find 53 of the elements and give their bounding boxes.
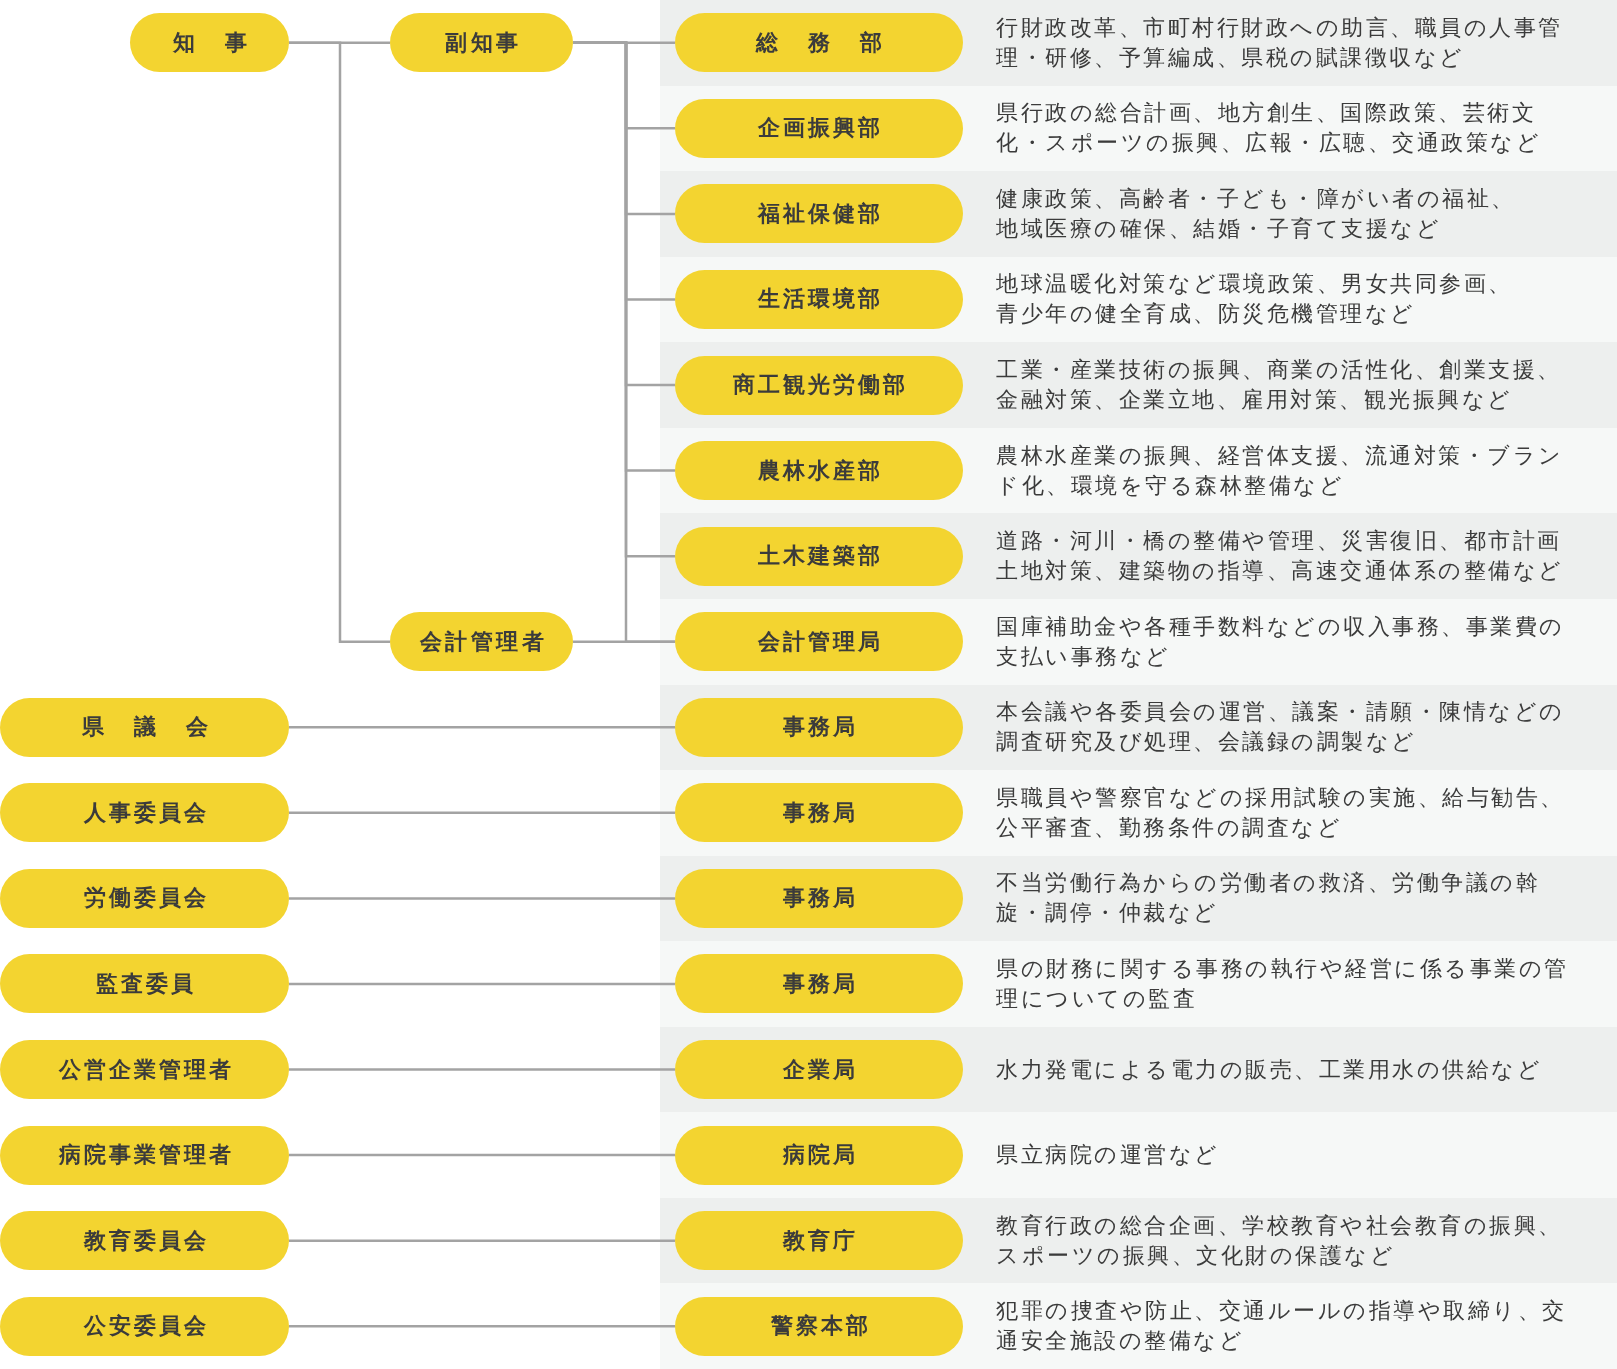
description-text: 県職員や警察官などの採用試験の実施、給与勧告、公平審査、勤務条件の調査など — [996, 783, 1566, 842]
connector-line — [289, 1324, 675, 1328]
description-text: 地球温暖化対策など環境政策、男女共同参画、青少年の健全育成、防災危機管理など — [996, 270, 1514, 329]
pill-box: 知事 — [130, 13, 289, 73]
description-text: 本会議や各委員会の運営、議案・請願・陳情などの調査研究及び処理、会議録の調製など — [996, 698, 1566, 757]
pill-box: 農林水産部 — [675, 441, 963, 501]
pill-box: 人事委員会 — [0, 783, 289, 843]
description-text: 県立病院の運営など — [996, 1141, 1221, 1170]
description-text: 不当労働行為からの労働者の救済、労働争議の斡旋・調停・仲裁など — [996, 869, 1541, 928]
pill-box: 病院事業管理者 — [0, 1125, 289, 1185]
connector-line — [289, 1153, 675, 1157]
connector-line — [289, 1068, 675, 1071]
pill-box: 病院局 — [675, 1125, 963, 1185]
connector-line — [289, 811, 675, 815]
description-text: 県行政の総合計画、地方創生、国際政策、芸術文化・スポーツの振興、広報・広聴、交通政策など — [996, 99, 1542, 158]
description-text: 健康政策、高齢者・子ども・障がい者の福祉、地域医療の確保、結婚・子育て支援など — [996, 184, 1517, 243]
pill-box: 事務局 — [675, 783, 963, 843]
description-text: 水力発電による電力の販売、工業用水の供給など — [996, 1055, 1543, 1084]
description-text: 道路・河川・橋の整備や管理、災害復旧、都市計画土地対策、建築物の指導、高速交通体系の整備など — [996, 527, 1565, 586]
description-text: 工業・産業技術の振興、商業の活性化、創業支援、金融対策、企業立地、雇用対策、観光振興など — [996, 356, 1563, 415]
pill-box: 労働委員会 — [0, 868, 289, 928]
pill-box: 県議会 — [0, 697, 289, 757]
description-text: 農林水産業の振興、経営体支援、流通対策・ブランド化、環境を守る森林整備など — [996, 441, 1565, 500]
pill-box: 会計管理者 — [390, 612, 573, 672]
pill-box: 教育庁 — [675, 1211, 963, 1271]
pill-box: 教育委員会 — [0, 1211, 289, 1271]
pill-box: 企画振興部 — [675, 98, 963, 158]
connector-line — [289, 41, 390, 643]
pill-box: 土木建築部 — [675, 526, 963, 586]
pill-box: 事務局 — [675, 954, 963, 1014]
connector-line — [289, 1239, 675, 1242]
connector-line — [289, 897, 675, 900]
description-text: 国庫補助金や各種手数料などの収入事務、事業費の支払い事務など — [996, 612, 1566, 671]
pill-box: 事務局 — [675, 868, 963, 928]
description-text: 行財政改革、市町村行財政への助言、職員の人事管理・研修、予算編成、県税の賦課徴収など — [996, 13, 1564, 72]
pill-box: 生活環境部 — [675, 269, 963, 329]
pill-box: 商工観光労働部 — [675, 355, 963, 415]
description-text: 教育行政の総合企画、学校教育や社会教育の振興、スポーツの振興、文化財の保護など — [996, 1211, 1564, 1270]
pill-box: 総務部 — [675, 13, 963, 73]
connector-line — [573, 640, 675, 643]
connector-line — [289, 726, 675, 729]
pill-box: 福祉保健部 — [675, 184, 963, 244]
pill-box: 警察本部 — [675, 1296, 963, 1356]
pill-box: 事務局 — [675, 697, 963, 757]
connector-line — [289, 982, 675, 986]
description-text: 犯罪の捜査や防止、交通ルールの指導や取締り、交通安全施設の整備など — [996, 1297, 1568, 1356]
pill-box: 副知事 — [390, 13, 573, 73]
pill-box: 公安委員会 — [0, 1296, 289, 1356]
description-text: 県の財務に関する事務の執行や経営に係る事業の管理についての監査 — [996, 954, 1570, 1013]
pill-box: 監査委員 — [0, 954, 289, 1014]
pill-box: 会計管理局 — [675, 612, 963, 672]
pill-box: 公営企業管理者 — [0, 1040, 289, 1100]
pill-box: 企業局 — [675, 1040, 963, 1100]
